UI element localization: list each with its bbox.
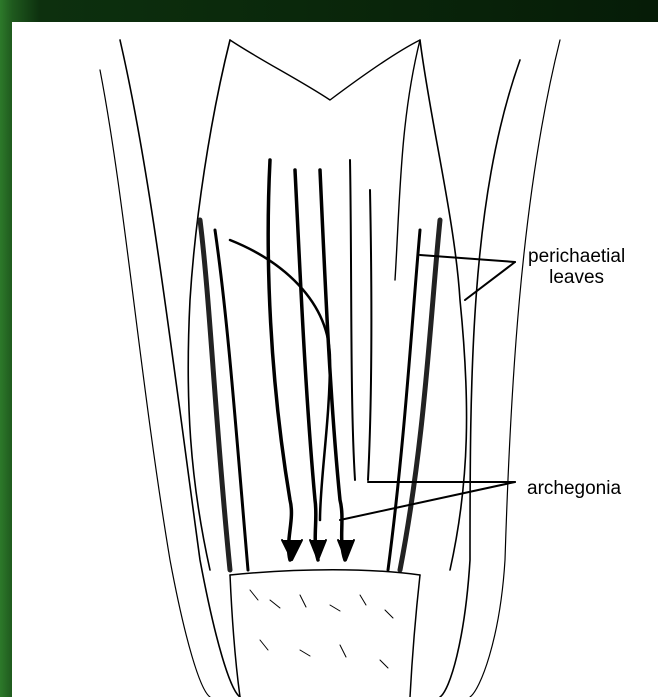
perichaetial-label-line2: leaves — [528, 267, 625, 288]
perichaetial-label-line1: perichaetial — [528, 246, 625, 267]
stem-base-top — [230, 570, 420, 575]
perichaetial-leaves-label: perichaetial leaves — [528, 246, 625, 288]
archegonia-label: archegonia — [527, 478, 621, 499]
leader-perichaetial-2 — [465, 262, 515, 300]
outer-leaf-right-inner — [470, 40, 560, 697]
bent-archegonium-neck — [230, 240, 330, 520]
perichaetial-leaf-right-edge — [420, 40, 467, 570]
archegonium-3 — [320, 170, 345, 560]
figure-panel: perichaetial leaves archegonia — [12, 22, 658, 697]
stem-base-left — [230, 575, 240, 697]
archegonium-base-1 — [282, 540, 302, 560]
inner-bract-right-2 — [388, 230, 420, 570]
outer-leaf-left-inner — [100, 70, 210, 697]
outer-leaf-left — [120, 40, 240, 697]
archegonium-1 — [268, 160, 291, 560]
archegonium-5 — [368, 190, 371, 480]
archegonium-base-3 — [338, 540, 354, 560]
moss-perichaetium-illustration — [12, 22, 658, 697]
archegonium-4 — [350, 160, 355, 480]
archegonium-base-2 — [310, 540, 326, 560]
stem-hatching — [250, 590, 393, 668]
outer-leaf-right — [440, 60, 520, 697]
inner-bract-left-2 — [215, 230, 248, 570]
leader-archegonia-2 — [340, 482, 515, 520]
inner-bract-left-outer — [200, 220, 230, 570]
archegonium-2 — [295, 170, 318, 560]
stem-base-right — [410, 575, 420, 697]
